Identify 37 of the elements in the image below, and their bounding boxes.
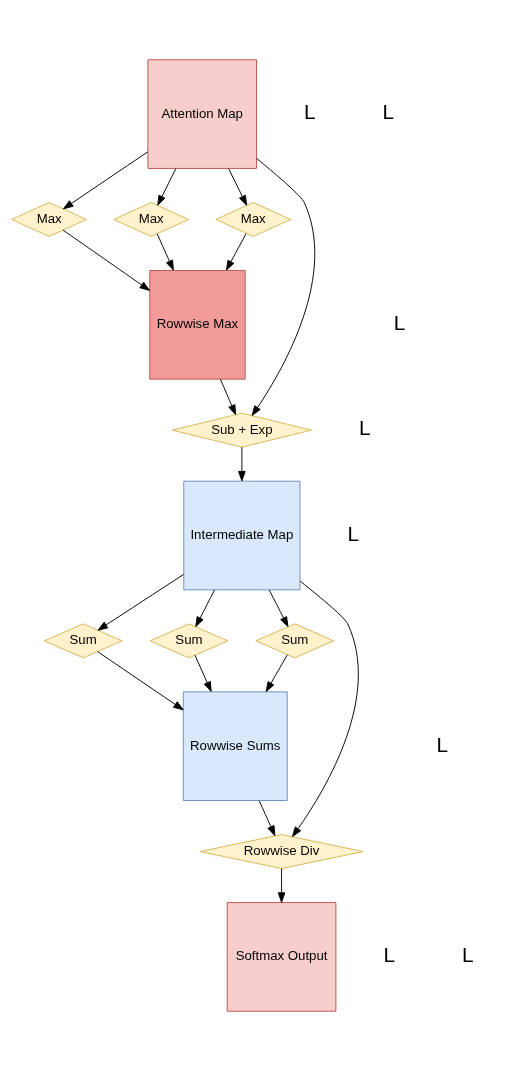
node-diamond: Sub + Exp <box>171 412 312 448</box>
arrow <box>268 589 289 627</box>
arrow <box>63 151 149 210</box>
arrow <box>156 233 174 271</box>
arrow <box>292 580 359 837</box>
arrow <box>195 589 215 627</box>
label: L <box>436 732 448 756</box>
arrow <box>97 573 185 631</box>
label: L <box>461 943 474 967</box>
node-diamond: Max <box>215 202 292 237</box>
label: L <box>304 100 316 124</box>
arrow <box>265 654 288 692</box>
label: L <box>347 521 360 545</box>
arrow <box>228 168 248 206</box>
arrow <box>220 378 237 416</box>
arrow <box>258 800 276 836</box>
node-diamond: Sum <box>149 623 229 659</box>
node-box: Rowwise Sums <box>182 691 288 801</box>
arrow <box>97 651 184 711</box>
node-diamond: Max <box>113 202 189 237</box>
arrow <box>157 168 177 206</box>
arrow <box>251 157 316 416</box>
node-diamond: Rowwise Div <box>199 834 364 869</box>
arrow <box>194 654 212 692</box>
node-box: Rowwise Max <box>149 270 246 380</box>
arrow <box>226 233 247 271</box>
label: L <box>393 311 406 335</box>
label: L <box>358 416 371 440</box>
node-box: Intermediate Map <box>183 480 301 591</box>
label: L <box>382 100 395 124</box>
arrow <box>62 229 150 291</box>
label: L <box>383 943 396 967</box>
node-box: Softmax Output <box>226 902 337 1012</box>
arrow <box>238 446 246 482</box>
arrow <box>277 868 286 903</box>
node-diamond: Sum <box>255 623 335 659</box>
node-box: Attention Map <box>147 59 257 169</box>
